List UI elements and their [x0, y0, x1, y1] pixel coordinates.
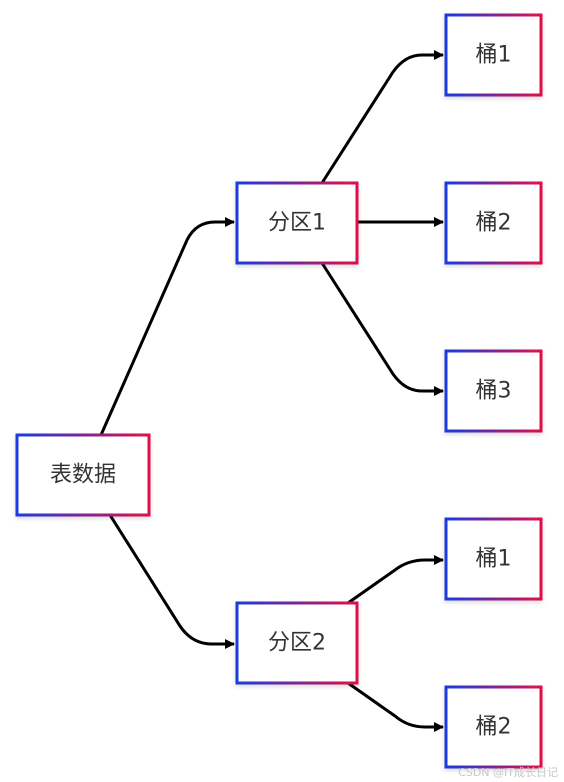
edge-table-p2	[108, 514, 235, 649]
node-label-b13: 桶3	[476, 379, 512, 404]
node-box-b11	[444, 13, 543, 97]
node-b11: 桶1	[444, 13, 543, 97]
nodes-layer: 表数据 分区1 分区2 桶1 桶2 桶3 桶1 桶2	[15, 13, 543, 769]
edge-p2-b22	[347, 681, 444, 732]
node-box-b13	[444, 349, 543, 433]
node-box-p2	[235, 601, 359, 685]
edge-p1-b13	[320, 262, 444, 396]
node-b12: 桶2	[444, 181, 543, 265]
node-label-b11: 桶1	[476, 43, 512, 68]
node-table: 表数据	[15, 433, 151, 517]
edge-p1-b11	[320, 50, 444, 184]
node-label-p2: 分区2	[268, 631, 326, 656]
node-label-b12: 桶2	[476, 211, 512, 236]
watermark: CSDN @IT成长日记	[458, 766, 558, 779]
node-box-p1	[235, 181, 359, 265]
edge-table-p1	[99, 217, 235, 436]
node-p1: 分区1	[235, 181, 359, 265]
node-p2: 分区2	[235, 601, 359, 685]
node-box-b21	[444, 517, 543, 601]
node-b22: 桶2	[444, 685, 543, 769]
node-label-table: 表数据	[50, 463, 116, 488]
edge-p2-b21	[347, 555, 444, 605]
edges-layer	[99, 50, 444, 732]
node-label-b22: 桶2	[476, 715, 512, 740]
node-label-b21: 桶1	[476, 547, 512, 572]
node-box-table	[15, 433, 151, 517]
node-label-p1: 分区1	[268, 211, 326, 236]
node-box-b12	[444, 181, 543, 265]
node-b13: 桶3	[444, 349, 543, 433]
node-b21: 桶1	[444, 517, 543, 601]
node-box-b22	[444, 685, 543, 769]
